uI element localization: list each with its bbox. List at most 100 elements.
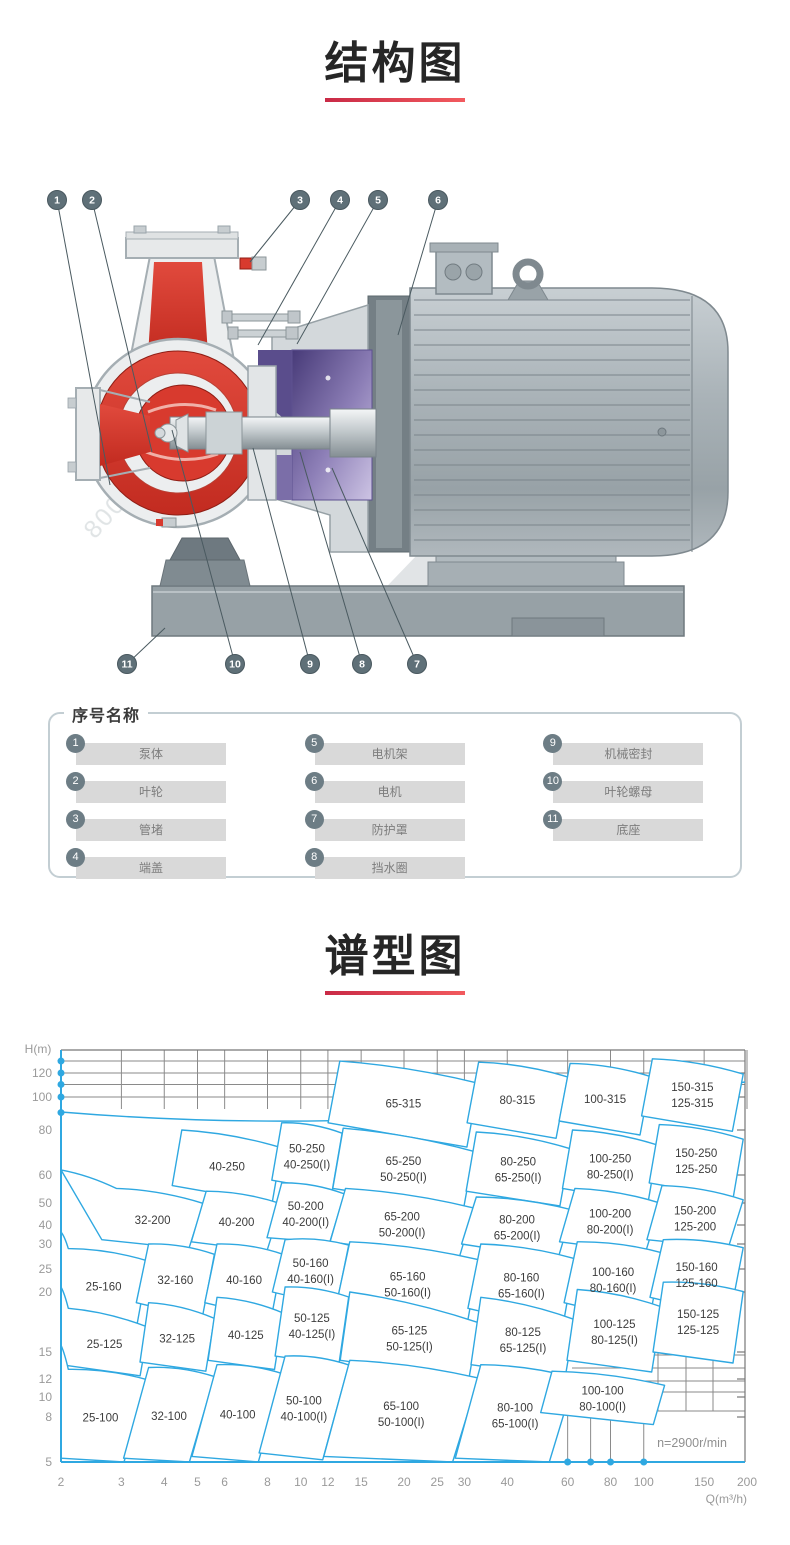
callout-number: 6: [435, 195, 441, 207]
zone-label: 40-250(I): [284, 1160, 331, 1172]
part-number-badge: 6: [304, 772, 324, 791]
part-number-badge: 4: [66, 848, 85, 867]
callout-number: 1: [54, 195, 60, 207]
callout-10: [225, 654, 245, 674]
callout-3: [290, 190, 310, 210]
zone-label: 100-125: [593, 1319, 635, 1331]
callout-6: [428, 190, 448, 210]
callout-number: 5: [375, 195, 381, 207]
zone-label: 125-315: [671, 1098, 713, 1110]
x-tick: 20: [397, 1475, 411, 1489]
pump-base: [151, 537, 685, 637]
callout-7: [407, 654, 427, 674]
callout-number: 4: [337, 195, 343, 207]
x-tick: 40: [501, 1475, 515, 1489]
pump-zone: [540, 1370, 666, 1426]
y-axis-title: H(m): [25, 1042, 52, 1056]
x-axis-title: Q(m³/h): [706, 1492, 747, 1506]
zone-label: 125-160: [675, 1278, 717, 1290]
callout-number: 10: [229, 659, 241, 671]
zone-label: 50-200: [288, 1201, 324, 1213]
pump-zone: [648, 1123, 744, 1199]
zone-label: 150-200: [674, 1205, 716, 1217]
zone-label: 125-250: [675, 1164, 717, 1176]
zone-label: 100-160: [592, 1267, 634, 1279]
zone-group: [60, 1058, 744, 1463]
part-name: 泵体: [76, 743, 226, 765]
callout-9: [300, 654, 320, 674]
y-tick: 10: [39, 1390, 53, 1404]
callout-number: 11: [121, 659, 132, 671]
y-tick: 20: [39, 1285, 53, 1299]
zone-label: 65-125(I): [500, 1343, 547, 1355]
zone-label: 65-100: [383, 1401, 419, 1413]
zone-label: 40-200(I): [282, 1217, 329, 1229]
x-tick: 25: [431, 1475, 445, 1489]
x-tick: 4: [161, 1475, 168, 1489]
structure-title-text: 结构图: [324, 39, 466, 88]
y-tick: 25: [39, 1262, 53, 1276]
axis-dot: [57, 1069, 65, 1077]
zone-label: 50-125: [294, 1313, 330, 1325]
x-tick: 10: [294, 1475, 308, 1489]
zone-label: 125-200: [674, 1221, 716, 1233]
callout-2: [82, 190, 102, 210]
x-tick: 15: [354, 1475, 368, 1489]
spectrum-section-title: 谱型图: [0, 932, 790, 996]
shaft: [154, 408, 377, 458]
pump-zone: [465, 1131, 571, 1207]
title-underline: [325, 98, 465, 103]
pump-casing: [67, 225, 301, 529]
part-name: 叶轮螺母: [553, 781, 704, 803]
discharge-flange: [125, 237, 239, 259]
pump-zone: [646, 1184, 744, 1249]
y-tick: 30: [39, 1237, 53, 1251]
pump-zone: [60, 1169, 204, 1250]
x-tick: 3: [118, 1475, 125, 1489]
x-tick: 30: [458, 1475, 472, 1489]
part-number-badge: 8: [304, 848, 324, 867]
structure-section-title: 结构图: [0, 39, 790, 103]
stud-bolts: [221, 310, 301, 340]
zone-label: 50-100(I): [378, 1417, 425, 1429]
impeller-nut: [175, 413, 189, 453]
zone-label: 50-250(I): [380, 1172, 427, 1184]
zone-label: 32-100: [151, 1411, 187, 1423]
callout-number: 7: [414, 659, 420, 671]
terminal-box: [435, 249, 493, 295]
x-tick: 2: [58, 1475, 65, 1489]
callout-1: [47, 190, 67, 210]
zone-label: 80-100: [497, 1403, 533, 1415]
zone-label: 80-200(I): [587, 1225, 634, 1237]
part-name: 电机架: [314, 743, 465, 765]
zone-label: 40-250: [209, 1162, 245, 1174]
zone-label: 150-250: [675, 1148, 717, 1160]
pipe-plug: [239, 257, 253, 270]
zone-label: 32-200: [135, 1215, 171, 1227]
spectrum-title-text: 谱型图: [324, 932, 466, 981]
axis-dot: [57, 1057, 65, 1065]
x-tick: 8: [264, 1475, 271, 1489]
zone-label: 32-160: [157, 1275, 193, 1287]
zone-label: 150-315: [671, 1082, 713, 1094]
callout-5: [368, 190, 388, 210]
pump-zone: [652, 1281, 744, 1364]
y-tick: 40: [39, 1218, 53, 1232]
zone-label: 100-200: [589, 1209, 631, 1221]
suction-flange: [75, 387, 101, 481]
zone-label: 150-160: [675, 1262, 717, 1274]
pump-zone: [640, 1058, 744, 1132]
y-tick: 60: [39, 1168, 53, 1182]
callout-11: [117, 654, 137, 674]
